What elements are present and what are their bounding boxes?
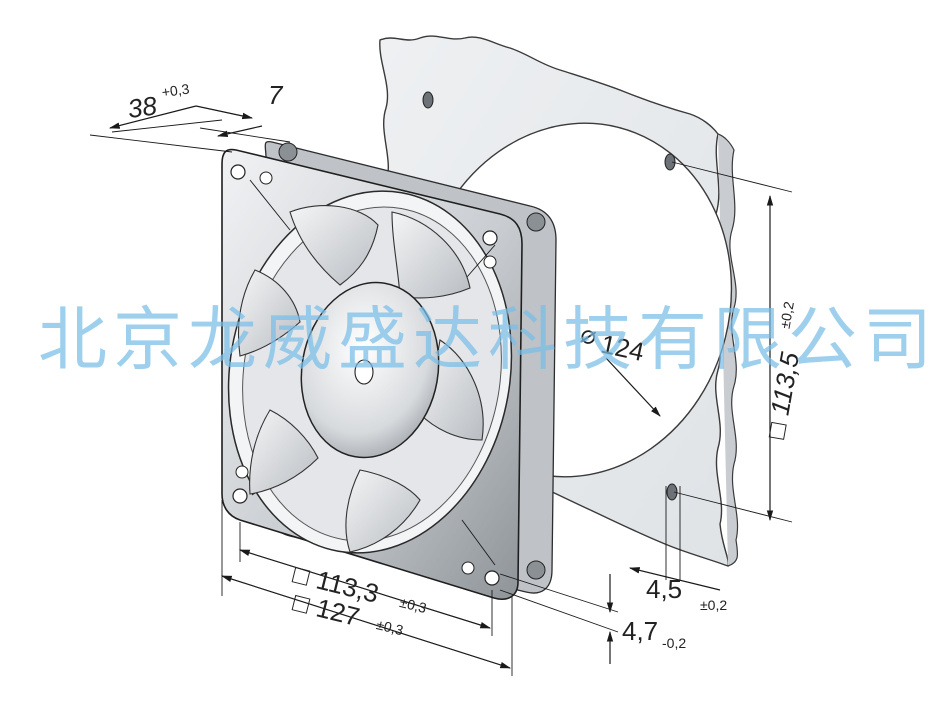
hole-diameter-value: 4,5 xyxy=(646,574,682,604)
diameter-symbol: ⌀ xyxy=(578,318,600,351)
hole-depth-value: 4,7 xyxy=(622,616,658,646)
panel-hole-spacing-value: 113,5 xyxy=(765,349,806,417)
fan-impeller xyxy=(238,205,484,553)
panel-hole-top-right xyxy=(664,153,676,171)
panel-hole-bottom-right xyxy=(666,483,678,501)
diameter-dimension: ⌀ 124 xyxy=(578,318,647,367)
depth-dimension: 38 +0,3 xyxy=(126,81,191,125)
panel-hole-spacing-symbol: □ xyxy=(760,420,792,441)
frame-size-symbol: □ xyxy=(290,587,313,620)
depth-value: 38 xyxy=(126,90,159,124)
hole-depth-tolerance: -0,2 xyxy=(662,635,686,651)
hole-spacing-tolerance: ±0,3 xyxy=(398,594,428,616)
panel-hole-spacing-tolerance: ±0,2 xyxy=(777,300,798,330)
dimension-lines xyxy=(89,105,793,676)
frame-size-tolerance: ±0,3 xyxy=(375,616,405,638)
flange-value: 7 xyxy=(268,80,284,110)
panel-hole-spacing-dimension: □ 113,5 ±0,2 xyxy=(760,300,806,441)
hole-spacing-symbol: □ xyxy=(290,559,313,592)
depth-tolerance: +0,3 xyxy=(161,81,191,101)
panel-hole-top-left xyxy=(422,91,434,109)
hole-diameter-tolerance: ±0,2 xyxy=(700,597,727,613)
